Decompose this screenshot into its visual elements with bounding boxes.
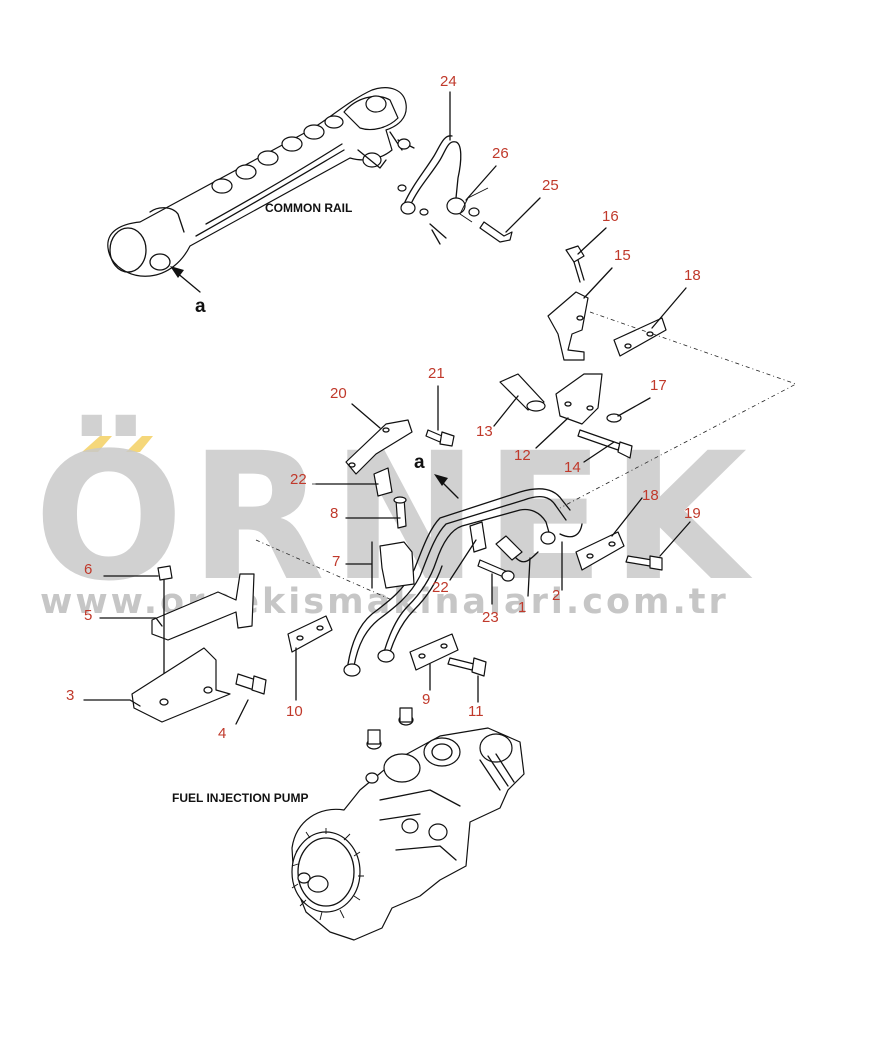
callout-13: 13 <box>476 423 493 440</box>
callout-3: 3 <box>66 687 74 704</box>
caption-fuel-injection-pump: FUEL INJECTION PUMP <box>172 791 308 805</box>
callout-24: 24 <box>440 73 457 90</box>
callout-16: 16 <box>602 208 619 225</box>
callout-20: 20 <box>330 385 347 402</box>
callout-6: 6 <box>84 561 92 578</box>
clamp-group-right <box>575 531 663 571</box>
callout-26: 26 <box>492 145 509 162</box>
callout-leaders <box>83 91 691 725</box>
callout-18-upper: 18 <box>684 267 701 284</box>
callout-4: 4 <box>218 725 226 742</box>
clamp-group-lower <box>287 615 487 677</box>
callout-14: 14 <box>564 459 581 476</box>
view-label-pipe: a <box>414 452 425 473</box>
watermark-url: www.ornekismakinalari.com.tr <box>40 582 729 622</box>
clamp-group-mid <box>373 467 515 589</box>
caption-common-rail: COMMON RAIL <box>265 201 352 215</box>
callout-22-upper: 22 <box>290 471 307 488</box>
fuel-injection-pump-drawing <box>291 707 525 941</box>
callout-5: 5 <box>84 607 92 624</box>
watermark-accent-left <box>82 436 112 452</box>
callout-10: 10 <box>286 703 303 720</box>
view-label-rail: a <box>195 296 206 317</box>
callout-23: 23 <box>482 609 499 626</box>
callout-15: 15 <box>614 247 631 264</box>
watermark-accent-right <box>126 436 153 452</box>
callout-21: 21 <box>428 365 445 382</box>
callout-7: 7 <box>332 553 340 570</box>
view-arrow-a-pipe: a <box>414 452 459 499</box>
callout-8: 8 <box>330 505 338 522</box>
callout-19: 19 <box>684 505 701 522</box>
callout-25: 25 <box>542 177 559 194</box>
callout-2: 2 <box>552 587 560 604</box>
fuel-tube-top <box>400 135 513 243</box>
callout-18-lower: 18 <box>642 487 659 504</box>
callout-labels: 24 26 25 16 15 18 21 20 13 17 12 14 22 8… <box>66 73 701 742</box>
callout-1: 1 <box>518 599 526 616</box>
injection-pipes <box>343 488 583 677</box>
bracket-20-group <box>345 419 455 475</box>
common-rail-drawing <box>107 87 447 277</box>
callout-17: 17 <box>650 377 667 394</box>
callout-11: 11 <box>468 703 484 720</box>
left-bracket-group <box>131 565 267 723</box>
view-arrow-a-rail: a <box>170 266 206 317</box>
callout-9: 9 <box>422 691 430 708</box>
callout-12: 12 <box>514 447 531 464</box>
callout-22-lower: 22 <box>432 579 449 596</box>
